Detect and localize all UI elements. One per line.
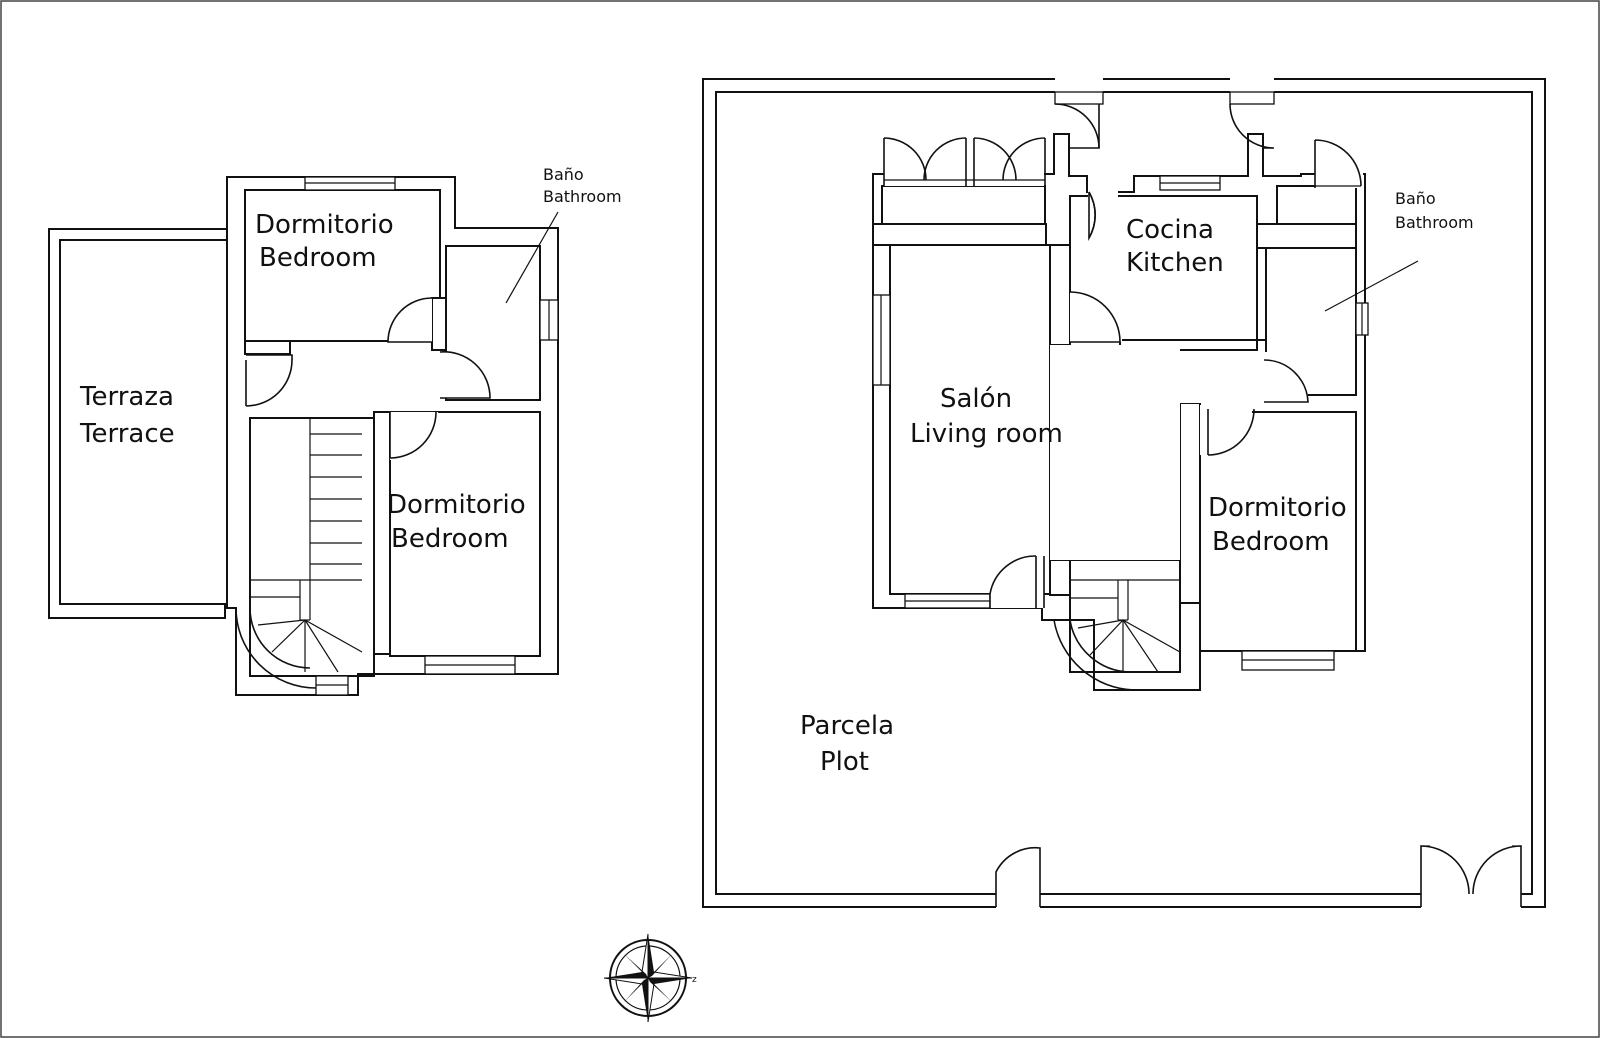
terrace-label-es: Terraza xyxy=(79,382,174,412)
compass-north-letter: z xyxy=(692,975,697,985)
plot-label-en: Plot xyxy=(820,747,869,777)
upper-staircase xyxy=(235,418,363,689)
upper-bathroom-label-es: Baño xyxy=(543,165,584,184)
upper-bathroom-label-en: Bathroom xyxy=(543,187,622,206)
ground-floor-plan: Cocina Kitchen Baño Bathroom Salón Livin… xyxy=(702,77,1546,909)
plot-label-es: Parcela xyxy=(800,711,894,741)
upper-bedroom-2-label-en: Bedroom xyxy=(391,524,509,554)
upper-bedroom-1-label-es: Dormitorio xyxy=(255,210,394,240)
living-room-label-es: Salón xyxy=(940,384,1012,414)
upper-bedroom-1-label-en: Bedroom xyxy=(259,243,377,273)
front-closet-doors xyxy=(883,137,1046,186)
living-room-label-en: Living room xyxy=(910,419,1063,449)
kitchen-label-en: Kitchen xyxy=(1126,248,1224,278)
ground-bathroom-label-en: Bathroom xyxy=(1395,213,1474,232)
ground-bedroom-label-en: Bedroom xyxy=(1212,527,1330,557)
ground-bedroom-label-es: Dormitorio xyxy=(1208,493,1347,523)
upper-floor-plan: Dormitorio Bedroom Baño Bathroom Terraza… xyxy=(48,165,622,696)
upper-bedroom-2-label-es: Dormitorio xyxy=(387,490,526,520)
terrace-label-en: Terrace xyxy=(79,419,175,449)
upper-bathroom-leader-line xyxy=(505,211,559,304)
ground-bathroom-label-es: Baño xyxy=(1395,189,1436,208)
compass-rose-icon: z xyxy=(603,933,697,1023)
ground-staircase xyxy=(1053,579,1181,691)
ground-bathroom-leader-line xyxy=(1324,260,1419,312)
kitchen-label-es: Cocina xyxy=(1126,215,1214,245)
